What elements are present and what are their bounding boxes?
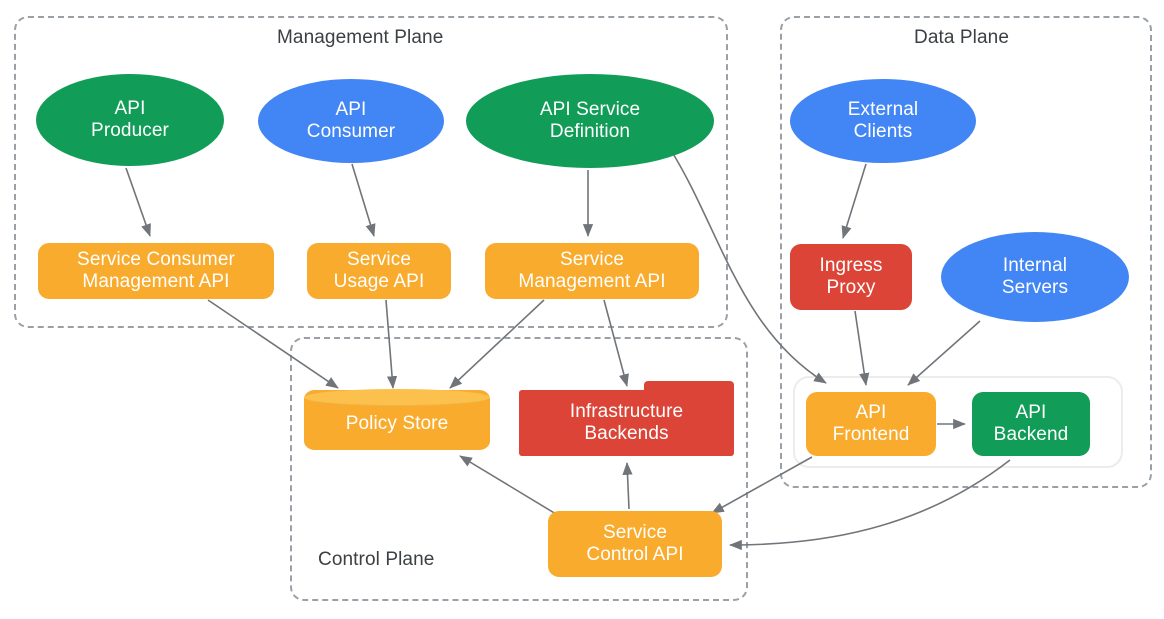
node-label-api-consumer: API Consumer xyxy=(306,98,396,142)
node-external-clients[interactable]: External Clients xyxy=(790,79,976,163)
node-service-control-api[interactable]: Service Control API xyxy=(548,511,722,577)
node-internal-servers[interactable]: Internal Servers xyxy=(941,232,1129,322)
node-label-api-producer: API Producer xyxy=(91,97,169,141)
node-api-producer[interactable]: API Producer xyxy=(36,74,224,166)
plane-title-management-plane: Management Plane xyxy=(277,27,444,48)
node-label-service-control-api: Service Control API xyxy=(586,521,684,565)
node-label-internal-servers: Internal Servers xyxy=(1001,254,1069,298)
node-api-frontend[interactable]: API Frontend xyxy=(806,392,936,456)
plane-title-control-plane: Control Plane xyxy=(318,549,435,570)
node-label-api-service-definition: API Service Definition xyxy=(539,98,641,142)
node-service-consumer-management-api[interactable]: Service Consumer Management API xyxy=(38,243,274,299)
node-service-usage-api[interactable]: Service Usage API xyxy=(307,243,451,299)
node-policy-store[interactable]: Policy Store xyxy=(304,389,490,450)
node-label-external-clients: External Clients xyxy=(847,98,919,142)
node-api-consumer[interactable]: API Consumer xyxy=(258,79,444,163)
node-label-service-management-api: Service Management API xyxy=(518,248,666,292)
node-label-api-frontend: API Frontend xyxy=(832,401,910,445)
folder-tab-infrastructure-backends xyxy=(643,381,734,393)
node-label-service-usage-api: Service Usage API xyxy=(333,248,425,292)
node-label-infrastructure-backends: Infrastructure Backends xyxy=(569,400,684,444)
node-label-service-consumer-management-api: Service Consumer Management API xyxy=(77,248,235,292)
node-api-backend[interactable]: API Backend xyxy=(972,392,1090,456)
node-infrastructure-backends[interactable]: Infrastructure Backends xyxy=(519,381,734,456)
node-api-service-definition[interactable]: API Service Definition xyxy=(466,74,714,168)
node-service-management-api[interactable]: Service Management API xyxy=(485,243,699,299)
node-ingress-proxy[interactable]: Ingress Proxy xyxy=(790,244,912,310)
node-label-api-backend: API Backend xyxy=(993,401,1069,445)
cylinder-top-policy-store xyxy=(304,389,490,406)
node-label-ingress-proxy: Ingress Proxy xyxy=(819,254,883,298)
plane-title-data-plane: Data Plane xyxy=(914,27,1010,48)
node-label-policy-store: Policy Store xyxy=(345,412,449,434)
